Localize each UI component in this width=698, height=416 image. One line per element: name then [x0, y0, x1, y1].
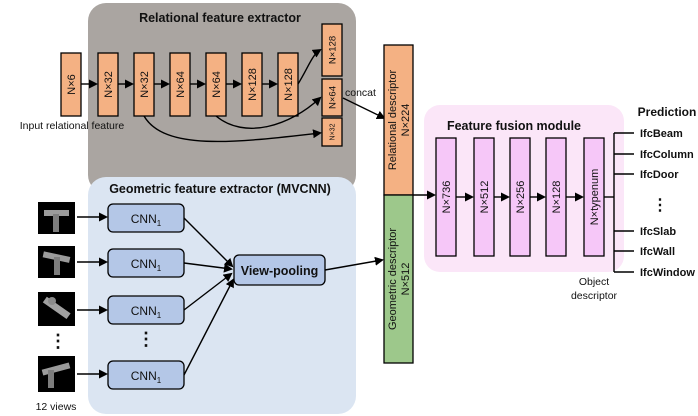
svg-text:N×64: N×64: [328, 86, 339, 109]
svg-text:N×6: N×6: [66, 74, 78, 95]
geometric-descriptor: Geometric descriptor N×512: [383, 194, 414, 364]
svg-text:N×256: N×256: [515, 181, 527, 214]
svg-text:CNN1: CNN1: [131, 304, 162, 320]
view-thumbnail-2: [38, 246, 75, 278]
relational-layer-2: N×32: [97, 52, 119, 117]
cnn-to-pooling-arrows: [183, 217, 234, 376]
cnn-block-3: CNN1: [107, 295, 185, 325]
svg-text:N×32: N×32: [139, 71, 151, 98]
svg-text:N×64: N×64: [175, 71, 187, 98]
fusion-layer-2: N×512: [473, 137, 495, 257]
view-thumbnail-1: [38, 202, 75, 234]
fusion-layers: N×736 N×512 N×256 N×128 N×typenum: [435, 137, 605, 257]
prediction-class-2: IfcColumn: [640, 149, 694, 161]
object-descriptor-label-line1: Object: [579, 276, 609, 288]
concat-to-relational-descriptor-arrow: [342, 97, 386, 119]
prediction-class-5: IfcWall: [640, 246, 675, 258]
svg-text:N×64: N×64: [211, 71, 223, 98]
view-thumbnail-4: [38, 356, 75, 392]
input-relational-feature-label: Input relational feature: [20, 120, 125, 132]
relational-extractor-title: Relational feature extractor: [139, 11, 301, 25]
svg-text:CNN1: CNN1: [131, 212, 162, 228]
cnn-blocks: CNN1 CNN1 CNN1 CNN1: [107, 203, 185, 390]
prediction-class-3: IfcDoor: [640, 169, 679, 181]
fusion-layer-1: N×736: [435, 137, 457, 257]
geometric-extractor-panel: [88, 177, 356, 414]
relational-descriptor: Relational descriptor N×224: [383, 44, 414, 196]
svg-text:N×32: N×32: [330, 123, 337, 140]
geometric-descriptor-label: Geometric descriptor: [387, 228, 399, 330]
prediction-class-1: IfcBeam: [640, 128, 683, 140]
svg-text:N×736: N×736: [441, 181, 453, 214]
relational-descriptor-label: Relational descriptor: [387, 70, 399, 171]
cnn-block-4: CNN1: [107, 360, 185, 390]
prediction-bracket: [604, 132, 634, 273]
relational-layer-7: N×128: [277, 52, 299, 117]
view-thumbnail-3: [38, 292, 75, 326]
svg-text:N×128: N×128: [551, 181, 563, 214]
relational-layer-row: N×6 N×32 N×32 N×64 N×64 N×128 N×128: [60, 52, 299, 117]
view-pooling-block: View-pooling: [233, 254, 326, 286]
svg-text:N×512: N×512: [479, 181, 491, 214]
relational-layer-6: N×128: [241, 52, 263, 117]
cnn-block-2: CNN1: [107, 248, 185, 278]
view-thumbnails: [38, 202, 75, 392]
svg-text:N×32: N×32: [103, 71, 115, 98]
object-descriptor-layer: N×typenum: [583, 137, 605, 257]
svg-text:N×typenum: N×typenum: [589, 169, 601, 226]
concat-blocks: N×128 N×64 N×32: [321, 23, 343, 147]
svg-text:N×128: N×128: [247, 68, 259, 101]
relational-layer-4: N×64: [169, 52, 191, 117]
concat-block-32: N×32: [321, 117, 343, 147]
concat-label: concat: [345, 87, 376, 99]
svg-text:N×128: N×128: [283, 68, 295, 101]
cnn-blocks-ellipsis: ⋮: [137, 329, 155, 349]
relational-layer-5: N×64: [205, 52, 227, 117]
svg-text:N×128: N×128: [328, 36, 339, 64]
geometric-extractor-title: Geometric feature extractor (MVCNN): [109, 182, 331, 196]
fusion-layer-4: N×128: [545, 137, 567, 257]
view-thumbnails-ellipsis: ⋮: [49, 331, 67, 351]
cnn-block-1: CNN1: [107, 203, 185, 233]
concat-skip-arrows: [143, 48, 322, 143]
pooling-to-geometric-descriptor-arrow: [324, 256, 384, 271]
concat-block-128: N×128: [321, 23, 343, 77]
geometric-descriptor-size: N×512: [400, 263, 412, 296]
concat-block-64: N×64: [321, 78, 343, 117]
prediction-class-4: IfcSlab: [640, 226, 676, 238]
view-pooling-label: View-pooling: [241, 264, 319, 278]
relational-descriptor-size: N×224: [400, 104, 412, 137]
fusion-layer-3: N×256: [509, 137, 531, 257]
prediction-class-6: IfcWindow: [640, 267, 695, 279]
object-descriptor-label-line2: descriptor: [571, 290, 618, 302]
prediction-title: Prediction: [638, 105, 697, 119]
views-count-label: 12 views: [36, 401, 77, 413]
svg-text:CNN1: CNN1: [131, 257, 162, 273]
relational-layer-3: N×32: [133, 52, 155, 117]
prediction-ellipsis: ⋮: [652, 197, 668, 214]
fusion-module-title: Feature fusion module: [447, 119, 581, 133]
view-to-cnn-arrows: [77, 212, 108, 379]
relational-layer-1: N×6: [60, 52, 82, 117]
svg-text:CNN1: CNN1: [131, 369, 162, 385]
